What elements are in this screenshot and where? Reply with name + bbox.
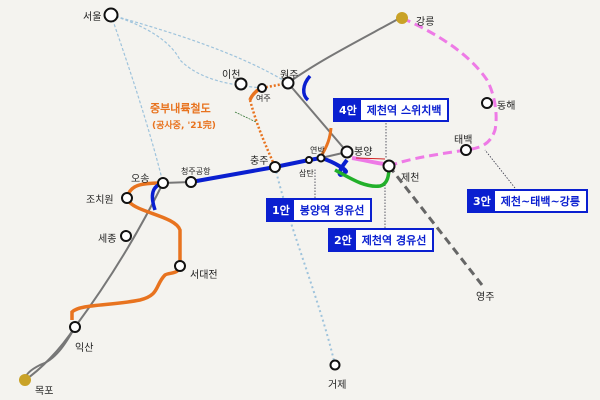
jungbu-title: 중부내륙철도 [150, 102, 211, 115]
mokpo-terminal [19, 374, 31, 386]
chungju-geoje-line [274, 166, 336, 366]
option-pointers [314, 120, 516, 228]
jungbu-subtitle: (공사중, '21完) [152, 121, 216, 131]
station-seodaejeon: 서대전 [190, 270, 218, 281]
station-seoul: 서울 [83, 12, 102, 23]
station-sejong: 세종 [98, 234, 117, 245]
station-markers [69, 7, 493, 371]
station-bongyang: 봉양 [354, 147, 373, 158]
option-4-number: 4안 [335, 100, 361, 120]
pink-dashed-option3 [388, 16, 498, 168]
green-line-option2 [334, 165, 391, 188]
option-4-text: 제천역 스위치백 [366, 104, 442, 117]
option-1-text: 봉양역 경유선 [299, 204, 365, 217]
option-1-number: 1안 [268, 200, 294, 220]
jungbu-dotted-line [248, 99, 277, 168]
station-yeongju: 영주 [476, 292, 495, 303]
station-iksan: 익산 [75, 343, 94, 354]
station-yeonbak: 연박 [310, 146, 325, 155]
option-3-number: 3안 [469, 191, 495, 211]
option-2-number: 2안 [330, 230, 356, 250]
option-3-label: 3안 제천~태백~강릉 [467, 189, 588, 213]
orange-yeoju [248, 88, 260, 101]
blue-arc-wonju [302, 74, 312, 102]
option-4-label: 4안 제천역 스위치백 [333, 98, 450, 122]
option-1-label: 1안 봉양역 경유선 [266, 198, 373, 222]
station-wonju: 원주 [280, 70, 299, 81]
station-jecheon: 제천 [401, 173, 420, 184]
option-2-label: 2안 제천역 경유선 [328, 228, 435, 252]
station-chungju: 충주 [250, 156, 269, 167]
station-mokpo: 목포 [35, 386, 54, 397]
station-icheon: 이천 [222, 70, 241, 81]
station-jochiwon: 조치원 [86, 195, 114, 206]
pink-line-option4 [351, 156, 386, 166]
station-donghae: 동해 [497, 101, 516, 112]
option-3-text: 제천~태백~강릉 [500, 195, 580, 208]
option-2-text: 제천역 경유선 [361, 234, 427, 247]
gray-lines [24, 17, 401, 381]
annotation-pointer [234, 111, 257, 123]
station-samtan: 삼탄 [299, 169, 314, 178]
light-blue-dotted-lines [110, 14, 289, 184]
switchback-arrow [355, 157, 386, 160]
station-gangneung: 강릉 [416, 17, 435, 28]
station-yeoju: 여주 [256, 94, 271, 103]
station-taebaek: 태백 [454, 135, 473, 146]
station-cheongju-airport: 청주공항 [181, 167, 211, 176]
gangneung-terminal [396, 12, 408, 24]
station-geoje: 거제 [328, 380, 347, 391]
station-osong: 오송 [131, 174, 150, 185]
